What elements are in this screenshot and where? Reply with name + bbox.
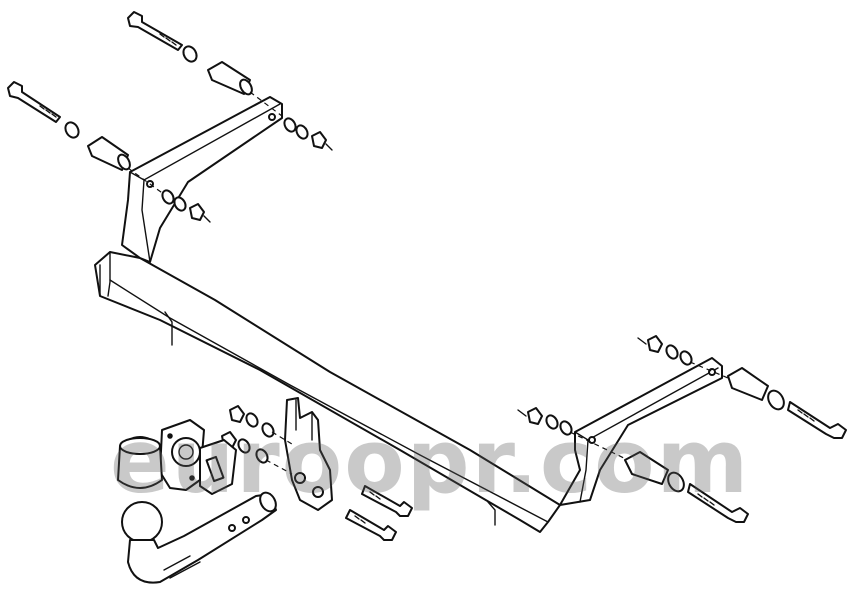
left-mounting-arm <box>121 96 283 263</box>
ball-cover-cap <box>117 436 163 489</box>
bolt-set-upper-right <box>637 335 847 439</box>
socket-plate <box>159 419 237 495</box>
crossbar-beam <box>94 251 561 533</box>
center-bracket <box>284 397 333 511</box>
bolt-set-lower-left <box>7 81 211 223</box>
tow-ball-neck <box>121 491 277 584</box>
bolt-set-lower-right <box>517 407 749 523</box>
bolt-set-center <box>221 405 413 541</box>
right-mounting-arm <box>559 357 723 506</box>
bolt-set-upper-left <box>127 11 333 151</box>
